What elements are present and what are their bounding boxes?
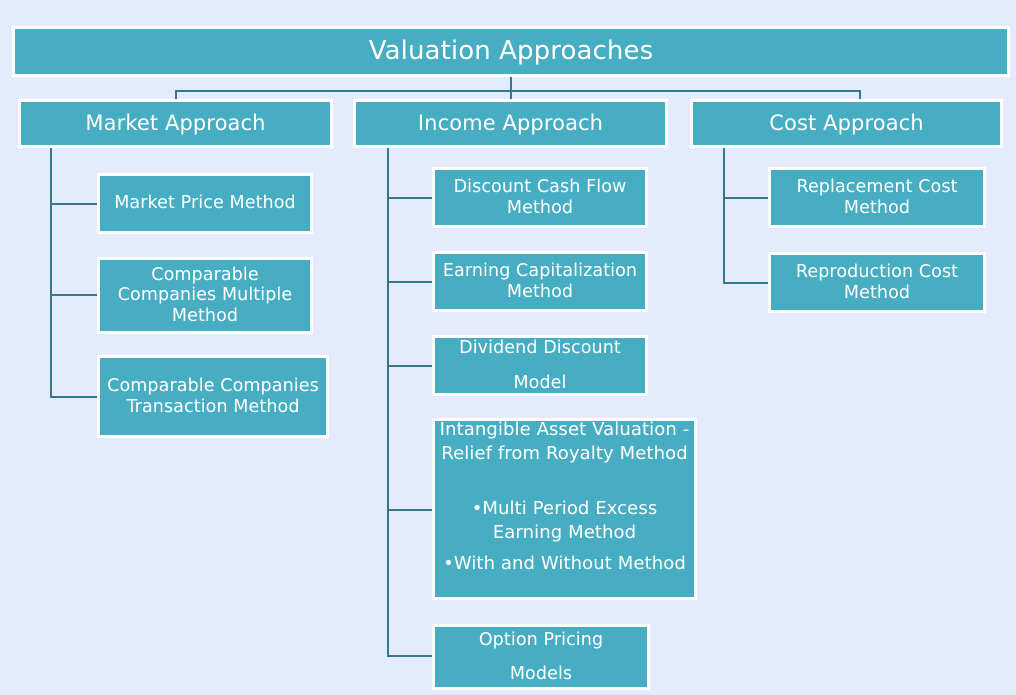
- connector-root-to-market: [175, 90, 177, 99]
- node-replacement-cost-method[interactable]: Replacement Cost Method: [768, 167, 986, 228]
- node-discount-cash-flow-method[interactable]: Discount Cash Flow Method: [432, 167, 648, 228]
- connector-root-stem: [510, 76, 512, 92]
- node-valuation-approaches[interactable]: Valuation Approaches: [12, 26, 1010, 77]
- node-option-pricing-models[interactable]: Option Pricing Models: [432, 624, 650, 690]
- node-market-approach[interactable]: Market Approach: [18, 99, 333, 148]
- connector-income-to-child-2: [387, 281, 433, 283]
- intangible-lead-text: Intangible Asset Valuation - Relief from…: [439, 419, 690, 465]
- connector-market-to-child-3: [50, 396, 98, 398]
- intangible-bullets: •Multi Period Excess Earning Method •Wit…: [443, 473, 686, 600]
- node-intangible-asset-valuation[interactable]: Intangible Asset Valuation - Relief from…: [432, 418, 697, 600]
- connector-income-to-child-5: [387, 655, 433, 657]
- connector-income-to-child-4: [387, 509, 433, 511]
- node-reproduction-cost-method[interactable]: Reproduction Cost Method: [768, 252, 986, 313]
- intangible-bullet-1: •Multi Period Excess Earning Method: [471, 498, 658, 543]
- node-income-approach[interactable]: Income Approach: [353, 99, 668, 148]
- node-cost-approach[interactable]: Cost Approach: [690, 99, 1003, 148]
- connector-cost-to-child-1: [723, 197, 769, 199]
- connector-income-to-child-3: [387, 365, 433, 367]
- connector-root-to-income: [510, 90, 512, 99]
- connector-income-to-child-1: [387, 197, 433, 199]
- connector-market-to-child-1: [50, 203, 98, 205]
- connector-root-bus: [175, 90, 861, 92]
- node-comparable-companies-transaction-method[interactable]: Comparable Companies Transaction Method: [97, 355, 329, 438]
- node-market-price-method[interactable]: Market Price Method: [97, 173, 313, 234]
- connector-cost-spine: [723, 148, 725, 284]
- connector-cost-to-child-2: [723, 282, 769, 284]
- connector-income-spine: [387, 148, 389, 657]
- node-comparable-companies-multiple-method[interactable]: Comparable Companies Multiple Method: [97, 257, 313, 334]
- node-dividend-discount-model[interactable]: Dividend Discount Model: [432, 335, 648, 396]
- intangible-bullet-2: •With and Without Method: [443, 552, 686, 574]
- node-earning-capitalization-method[interactable]: Earning Capitalization Method: [432, 251, 648, 312]
- connector-market-to-child-2: [50, 294, 98, 296]
- connector-root-to-cost: [859, 90, 861, 99]
- connector-market-spine: [50, 148, 52, 398]
